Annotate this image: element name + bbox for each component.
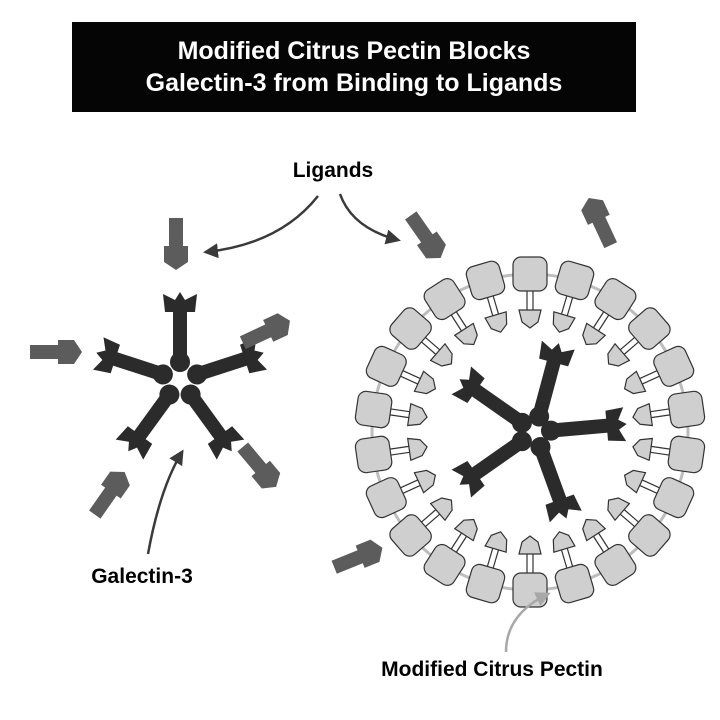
pectin-unit <box>552 260 595 333</box>
pectin-unit <box>623 345 695 395</box>
ligands-group <box>30 198 618 574</box>
ligand <box>237 442 281 489</box>
galectin-monomer <box>530 437 582 523</box>
galectin-monomer <box>180 384 245 460</box>
pectin-unit <box>632 435 706 474</box>
pectin-unit <box>389 307 453 367</box>
galectin-monomer <box>187 337 268 385</box>
ligand <box>405 211 446 259</box>
ligands-arrow-left <box>203 195 319 259</box>
pectin-unit <box>423 518 478 586</box>
galectin-pentamer-bound <box>451 340 627 523</box>
pectin-unit <box>512 256 548 329</box>
ligands-arrow-right <box>338 193 401 245</box>
title-banner: Modified Citrus Pectin Blocks Galectin-3… <box>72 22 636 112</box>
pectin-unit <box>582 518 637 586</box>
galectin-monomer <box>540 407 627 442</box>
galectin-monomer <box>163 292 197 372</box>
galectin-monomer <box>529 340 575 427</box>
ligand <box>331 539 383 574</box>
pectin-unit <box>365 345 437 395</box>
pectin-molecule <box>354 256 706 608</box>
ligand <box>30 340 82 364</box>
title-line-1: Modified Citrus Pectin Blocks <box>177 37 531 65</box>
pectin-unit <box>607 497 671 557</box>
galectin-monomer <box>451 431 532 498</box>
galectin-monomer <box>92 337 173 385</box>
pectin-unit <box>365 469 437 519</box>
pectin-unit <box>632 390 706 429</box>
ligand <box>89 471 130 519</box>
pectin-unit <box>465 531 508 604</box>
pectin-arrow <box>504 592 551 653</box>
ligands-label: Ligands <box>293 159 374 182</box>
pectin-unit <box>607 307 671 367</box>
pectin-label: Modified Citrus Pectin <box>381 658 603 681</box>
pectin-unit <box>623 469 695 519</box>
title-line-2: Galectin-3 from Binding to Ligands <box>145 69 563 97</box>
pectin-unit <box>552 531 595 604</box>
pectin-unit <box>389 497 453 557</box>
galectin-pentamer-free <box>92 292 268 460</box>
pectin-unit <box>582 278 637 346</box>
pectin-unit <box>465 260 508 333</box>
pectin-unit <box>354 390 428 429</box>
ligand <box>239 313 290 350</box>
pectin-unit <box>354 435 428 474</box>
ligand <box>164 218 188 270</box>
galectin-monomer <box>451 366 532 433</box>
ligand <box>581 198 618 249</box>
pectin-unit <box>423 278 478 346</box>
galectin-label: Galectin-3 <box>91 565 193 588</box>
galectin-monomer <box>115 384 180 460</box>
galectin-arrow <box>146 449 184 555</box>
